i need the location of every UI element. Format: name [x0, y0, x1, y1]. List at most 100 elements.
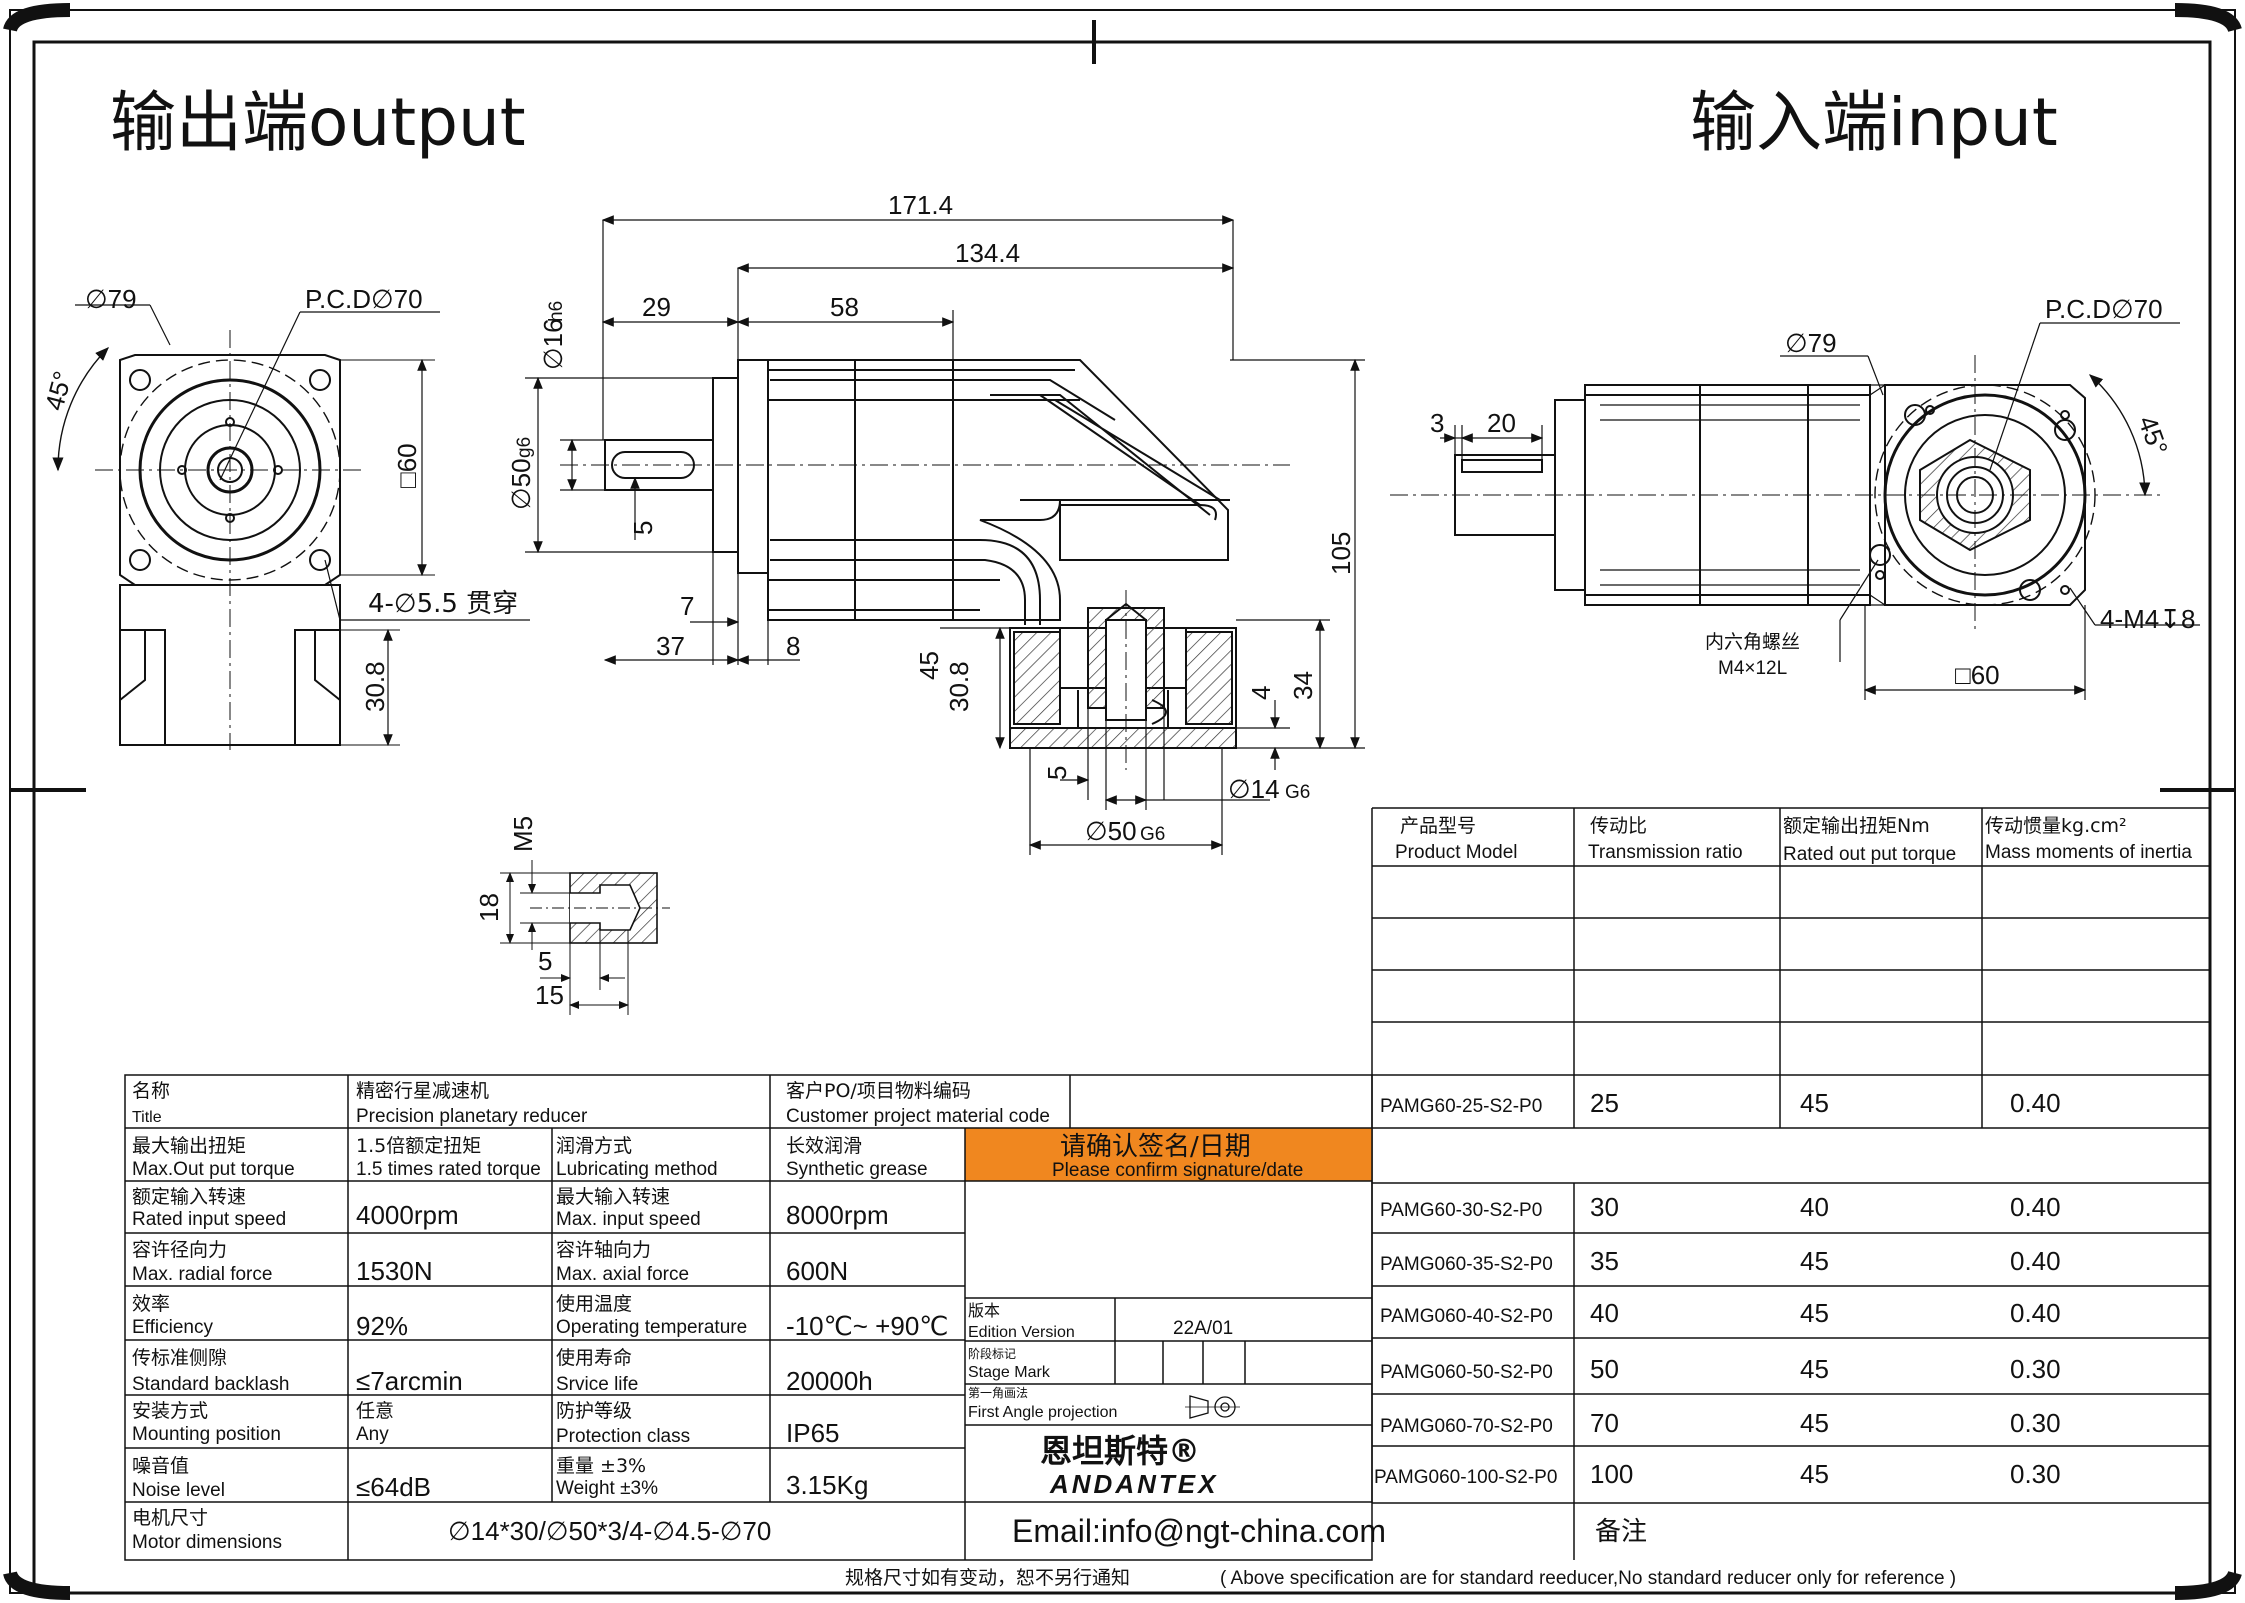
detail-thread: M5	[508, 816, 538, 852]
svg-text:Efficiency: Efficiency	[132, 1317, 213, 1338]
model-table-rows: PAMG60-25-S2-P0 25 45 0.40 PAMG60-30-S2-…	[1374, 1088, 2061, 1489]
dim-30-8: 30.8	[944, 661, 974, 712]
table-row: PAMG60-30-S2-P0 30 40 0.40	[1380, 1192, 2061, 1222]
svg-text:Synthetic grease: Synthetic grease	[786, 1159, 928, 1180]
table-row: PAMG060-70-S2-P0 70 45 0.30	[1380, 1408, 2061, 1438]
model-table	[1371, 807, 2210, 1560]
detail-5: 5	[538, 946, 552, 976]
svg-text:Operating temperature: Operating temperature	[556, 1317, 747, 1338]
svg-text:润滑方式: 润滑方式	[556, 1135, 632, 1157]
svg-text:Protection class: Protection class	[556, 1426, 690, 1447]
svg-text:PAMG060-35-S2-P0: PAMG060-35-S2-P0	[1380, 1254, 1553, 1275]
svg-text:安装方式: 安装方式	[132, 1400, 208, 1422]
svg-text:效率: 效率	[132, 1293, 170, 1315]
spec-row: 额定输入转速 Rated input speed 4000rpm 最大输入转速 …	[132, 1186, 889, 1230]
spec-row: 噪音值 Noise level ≤64dB 重量 ±3% Weight ±3% …	[132, 1455, 868, 1502]
svg-text:40: 40	[1590, 1298, 1619, 1328]
svg-text:Title: Title	[132, 1109, 162, 1126]
svg-text:精密行星减速机: 精密行星减速机	[356, 1080, 489, 1102]
detail-18: 18	[474, 893, 504, 922]
confirm-en: Please confirm signature/date	[1052, 1160, 1303, 1181]
spec-row: 传标准侧隙 Standard backlash ≤7arcmin 使用寿命 Sr…	[132, 1347, 873, 1396]
svg-text:最大输入转速: 最大输入转速	[556, 1186, 670, 1208]
email: Email:info@ngt-china.com	[1012, 1513, 1386, 1549]
svg-text:Mounting position: Mounting position	[132, 1424, 281, 1445]
svg-text:20000h: 20000h	[786, 1366, 873, 1396]
border	[3, 3, 2242, 1600]
svg-text:PAMG060-50-S2-P0: PAMG060-50-S2-P0	[1380, 1362, 1553, 1383]
projection-en: First Angle projection	[968, 1404, 1117, 1421]
detail-view	[500, 860, 670, 1015]
table-row: PAMG060-40-S2-P0 40 45 0.40	[1380, 1298, 2061, 1328]
input-pcd: P.C.D∅70	[2045, 294, 2163, 324]
svg-text:∅50: ∅50	[506, 458, 536, 510]
svg-text:防护等级: 防护等级	[556, 1400, 632, 1422]
hdr-torque-en: Rated out put torque	[1783, 844, 1956, 865]
detail-15: 15	[535, 980, 564, 1010]
svg-text:3.15Kg: 3.15Kg	[786, 1470, 868, 1500]
brand-en: ANDANTEX	[1049, 1469, 1218, 1499]
dim-58: 58	[830, 292, 859, 322]
input-thread: 4-M4↧8	[2100, 604, 2195, 634]
svg-text:100: 100	[1590, 1459, 1633, 1489]
brand-cn: 恩坦斯特®	[1040, 1432, 1200, 1470]
svg-text:使用寿命: 使用寿命	[556, 1347, 632, 1369]
heading-output: 输出端output	[110, 84, 526, 161]
hdr-model-en: Product Model	[1395, 842, 1518, 863]
dim-29: 29	[642, 292, 671, 322]
dim-shaft-dia: ∅16 h6	[538, 301, 568, 370]
svg-text:1530N: 1530N	[356, 1256, 433, 1286]
footer-cn: 规格尺寸如有变动，恕不另行通知	[845, 1567, 1130, 1589]
svg-text:Lubricating method: Lubricating method	[556, 1159, 718, 1180]
svg-text:Noise level: Noise level	[132, 1480, 225, 1501]
svg-text:8000rpm: 8000rpm	[786, 1200, 889, 1230]
svg-text:40: 40	[1800, 1192, 1829, 1222]
table-row: PAMG060-35-S2-P0 35 45 0.40	[1380, 1246, 2061, 1276]
hdr-inertia-en: Mass moments of inertia	[1985, 842, 2192, 863]
dim-5: 5	[1042, 766, 1072, 780]
svg-text:45: 45	[1800, 1088, 1829, 1118]
svg-text:Weight ±3%: Weight ±3%	[556, 1478, 658, 1499]
svg-text:45: 45	[1800, 1408, 1829, 1438]
svg-text:Max. input speed: Max. input speed	[556, 1209, 701, 1230]
front-pcd: P.C.D∅70	[305, 284, 423, 314]
svg-text:70: 70	[1590, 1408, 1619, 1438]
hdr-model-cn: 产品型号	[1400, 815, 1476, 837]
svg-text:∅16: ∅16	[538, 318, 568, 370]
svg-text:PAMG060-40-S2-P0: PAMG060-40-S2-P0	[1380, 1306, 1553, 1327]
svg-text:电机尺寸: 电机尺寸	[132, 1507, 208, 1529]
dim-motor-pilot: ∅50 G6	[1085, 816, 1165, 846]
svg-text:名称: 名称	[132, 1080, 170, 1102]
input-dia: ∅79	[1785, 328, 1837, 358]
svg-text:Standard backlash: Standard backlash	[132, 1374, 289, 1395]
dim-134-4: 134.4	[955, 238, 1020, 268]
dim-171-4: 171.4	[888, 190, 953, 220]
svg-text:45: 45	[1800, 1459, 1829, 1489]
svg-text:∅14: ∅14	[1228, 774, 1280, 804]
svg-text:PAMG060-70-S2-P0: PAMG060-70-S2-P0	[1380, 1416, 1553, 1437]
spec-motor-row: 电机尺寸 Motor dimensions ∅14*30/∅50*3/4-∅4.…	[132, 1507, 771, 1553]
hdr-inertia-cn: 传动惯量kg.cm²	[1985, 815, 2127, 837]
svg-text:4000rpm: 4000rpm	[356, 1200, 459, 1230]
svg-text:PAMG060-100-S2-P0: PAMG060-100-S2-P0	[1374, 1467, 1557, 1488]
confirm-cell	[965, 1128, 1372, 1181]
svg-text:Precision planetary reducer: Precision planetary reducer	[356, 1106, 588, 1127]
svg-text:Motor dimensions: Motor dimensions	[132, 1532, 282, 1553]
svg-text:600N: 600N	[786, 1256, 848, 1286]
heading-input: 输入端input	[1690, 84, 2058, 161]
edition-en: Edition Version	[968, 1324, 1075, 1341]
svg-text:45: 45	[1800, 1298, 1829, 1328]
dim-105: 105	[1326, 532, 1356, 575]
input-screw: M4×12L	[1718, 658, 1787, 679]
svg-text:g6: g6	[514, 437, 535, 458]
svg-text:35: 35	[1590, 1246, 1619, 1276]
spec-row: 容许径向力 Max. radial force 1530N 容许轴向力 Max.…	[132, 1239, 848, 1286]
svg-text:最大输出扭矩: 最大输出扭矩	[132, 1135, 246, 1157]
svg-text:IP65: IP65	[786, 1418, 840, 1448]
svg-text:使用温度: 使用温度	[556, 1293, 632, 1315]
svg-text:传标准侧隙: 传标准侧隙	[132, 1347, 227, 1369]
front-holes: 4-∅5.5 贯穿	[368, 589, 518, 619]
table-row: PAMG060-100-S2-P0 100 45 0.30	[1374, 1459, 2061, 1489]
input-view	[1390, 322, 2200, 700]
hdr-ratio-cn: 传动比	[1590, 815, 1647, 837]
